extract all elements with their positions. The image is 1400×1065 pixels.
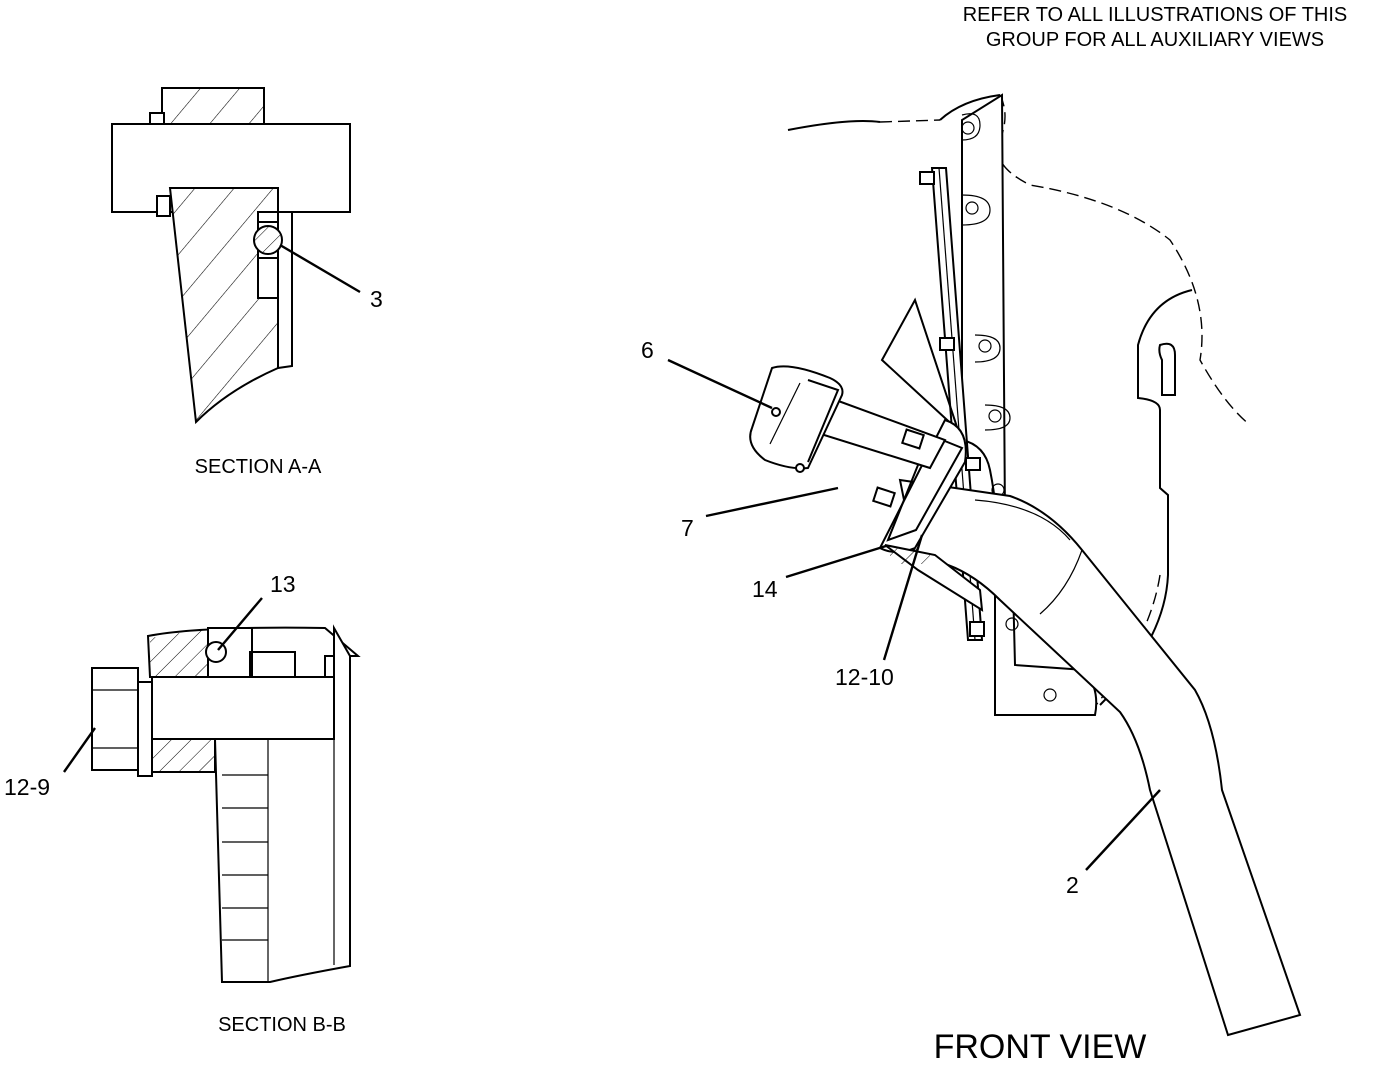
- front-view-caption: FRONT VIEW: [934, 1028, 1147, 1065]
- engine-slot: [1158, 342, 1176, 396]
- section-b-plate-ticks: [222, 774, 268, 941]
- engine-outline-top-left: [787, 120, 881, 131]
- reference-note-line-2: GROUP FOR ALL AUXILIARY VIEWS: [986, 29, 1324, 51]
- reference-note: REFER TO ALL ILLUSTRATIONS OF THIS GROUP…: [963, 4, 1348, 51]
- front-view: 6 7 14 12-10 2 FRONT VIEW: [641, 93, 1302, 1065]
- front-leader-12-10: [882, 534, 924, 661]
- section-b-plate: [213, 624, 351, 983]
- actuator-head: [749, 365, 844, 470]
- section-b-caption: SECTION B-B: [218, 1014, 346, 1036]
- section-b-bolt-shank: [151, 676, 335, 740]
- section-b-upper-hatch: [150, 628, 210, 677]
- exhaust-pipe: [898, 478, 1302, 1037]
- front-leader-14: [785, 544, 887, 579]
- section-b-washer: [137, 681, 153, 777]
- callout-13[interactable]: 13: [270, 571, 296, 597]
- rail-bolts: [919, 171, 985, 637]
- section-a-a-view: 3 SECTION A-A: [111, 87, 383, 478]
- section-b-b-view: 13 12-9 SECTION B-B: [4, 571, 361, 1036]
- front-leader-7: [705, 486, 839, 518]
- triangular-bracket: [880, 297, 961, 434]
- front-leader-2: [1085, 789, 1161, 871]
- section-a-leader-3: [279, 243, 361, 294]
- callout-14[interactable]: 14: [752, 576, 778, 602]
- callout-6[interactable]: 6: [641, 337, 654, 363]
- callout-12-10[interactable]: 12-10: [835, 664, 894, 690]
- callout-12-9[interactable]: 12-9: [4, 774, 50, 800]
- callout-3[interactable]: 3: [370, 286, 383, 312]
- section-a-lower-washer: [156, 195, 171, 217]
- section-a-caption: SECTION A-A: [195, 456, 322, 478]
- reference-note-line-1: REFER TO ALL ILLUSTRATIONS OF THIS: [963, 4, 1348, 26]
- section-b-bolt-head: [91, 667, 139, 771]
- section-b-leader-13: [217, 597, 263, 651]
- callout-7[interactable]: 7: [681, 515, 694, 541]
- engine-outline-dashed: [997, 94, 1251, 426]
- section-b-leader-12-9: [63, 727, 96, 773]
- callout-2[interactable]: 2: [1066, 872, 1079, 898]
- section-a-lower-body-hatch: [170, 188, 278, 422]
- front-leader-6: [667, 358, 773, 410]
- section-a-seal-ring-hatch: [255, 227, 281, 253]
